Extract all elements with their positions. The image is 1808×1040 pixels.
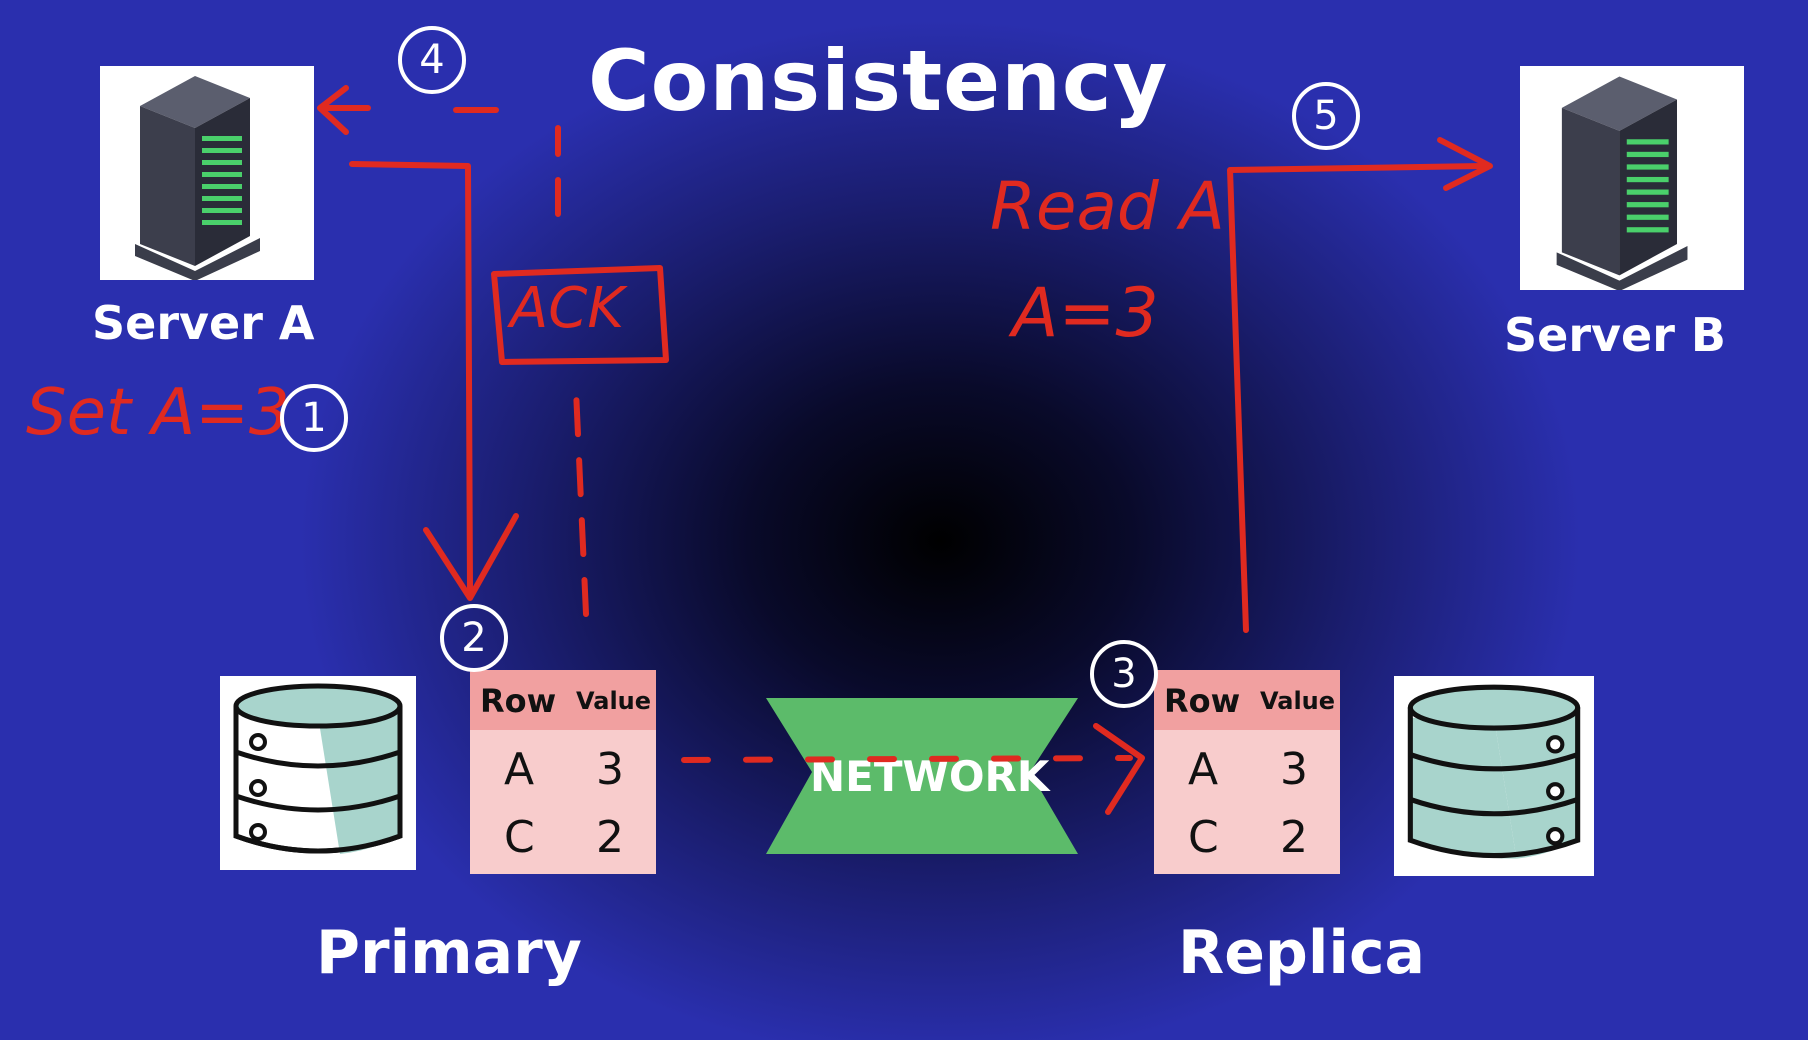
read-a-annotation: Read A bbox=[990, 168, 1225, 245]
step-5-badge: 5 bbox=[1292, 82, 1360, 150]
step-1-badge: 1 bbox=[280, 384, 348, 452]
primary-database-icon bbox=[220, 676, 416, 870]
primary-table-header: Row Value bbox=[470, 670, 656, 730]
ack-annotation: ACK bbox=[510, 276, 625, 341]
replica-table: Row Value A 3 C 2 bbox=[1154, 670, 1340, 874]
server-b-label: Server B bbox=[1504, 308, 1726, 362]
server-b-icon bbox=[1520, 66, 1744, 292]
primary-row-value: 3 bbox=[596, 744, 624, 795]
replica-row-key: A bbox=[1188, 744, 1219, 795]
primary-label: Primary bbox=[316, 918, 582, 988]
diagram-title: Consistency bbox=[588, 32, 1169, 130]
primary-row-key: C bbox=[504, 812, 535, 863]
replica-row-value: 2 bbox=[1280, 812, 1308, 863]
a-equals-annotation: A=3 bbox=[1012, 274, 1159, 353]
replica-row-value: 3 bbox=[1280, 744, 1308, 795]
set-a-annotation: Set A=3 bbox=[26, 376, 290, 450]
server-a-label: Server A bbox=[92, 296, 315, 350]
replica-row-key: C bbox=[1188, 812, 1219, 863]
primary-row-value: 2 bbox=[596, 812, 624, 863]
primary-table-row-header: Row bbox=[480, 682, 557, 720]
primary-table-value-header: Value bbox=[576, 687, 652, 715]
step-3-badge: 3 bbox=[1090, 640, 1158, 708]
step-2-badge: 2 bbox=[440, 604, 508, 672]
replica-table-value-header: Value bbox=[1260, 687, 1336, 715]
primary-row-key: A bbox=[504, 744, 535, 795]
replica-table-header: Row Value bbox=[1154, 670, 1340, 730]
primary-table: Row Value A 3 C 2 bbox=[470, 670, 656, 874]
replica-database-icon bbox=[1394, 676, 1594, 876]
replica-label: Replica bbox=[1178, 918, 1426, 988]
replica-table-row-header: Row bbox=[1164, 682, 1241, 720]
step-4-badge: 4 bbox=[398, 26, 466, 94]
server-a-icon bbox=[100, 66, 314, 281]
